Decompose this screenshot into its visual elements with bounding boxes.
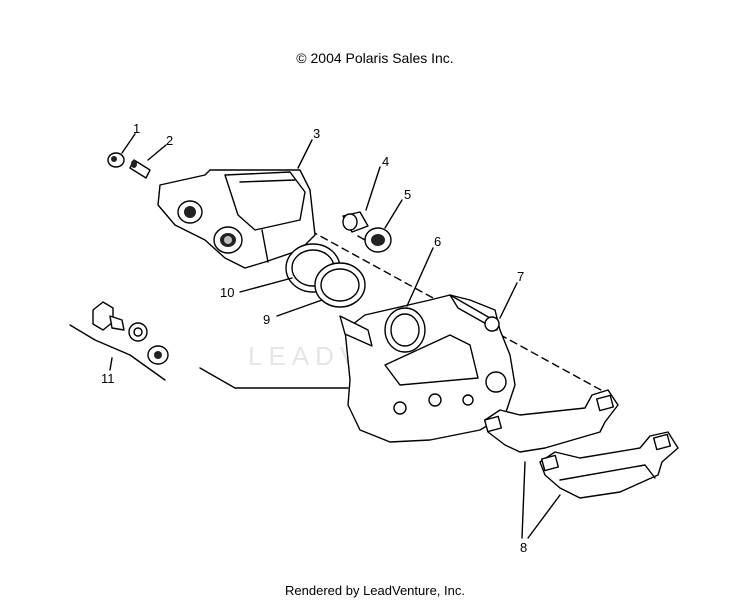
part-bleeder-cap[interactable] [107, 152, 125, 168]
callout-9: 9 [263, 312, 270, 327]
part-caliper[interactable] [157, 169, 316, 269]
leader-8b [527, 494, 561, 539]
kit-leader-line [199, 367, 349, 389]
callout-7: 7 [517, 269, 524, 284]
callout-11: 11 [101, 371, 115, 386]
part-brake-pads[interactable] [483, 389, 679, 499]
part-bleeder-screw[interactable] [129, 159, 151, 179]
leader-4 [365, 166, 381, 211]
part-slide-pin[interactable] [484, 316, 500, 332]
leader-1 [121, 133, 136, 154]
footer-credit: Rendered by LeadVenture, Inc. [285, 583, 465, 598]
assembly-centerline [299, 224, 611, 396]
leader-9 [276, 299, 323, 317]
part-caliper-bracket[interactable] [339, 294, 516, 443]
copyright-text: © 2004 Polaris Sales Inc. [296, 50, 454, 66]
leader-8a [521, 461, 526, 539]
leader-11 [109, 357, 113, 371]
leader-6 [406, 247, 434, 307]
leader-2 [147, 144, 167, 161]
part-mounting-bolt-kit[interactable] [92, 301, 169, 365]
callout-2: 2 [166, 133, 173, 148]
callout-4: 4 [382, 154, 389, 169]
leader-5 [384, 199, 403, 229]
leader-10 [239, 277, 293, 293]
callout-8: 8 [520, 540, 527, 555]
part-dust-seal[interactable] [314, 262, 366, 308]
callout-1: 1 [133, 121, 140, 136]
part-bushing[interactable] [357, 227, 392, 253]
leader-3 [297, 139, 313, 169]
callout-6: 6 [434, 234, 441, 249]
callout-3: 3 [313, 126, 320, 141]
kit-bracket-line [69, 324, 166, 381]
leader-7 [499, 282, 518, 319]
callout-5: 5 [404, 187, 411, 202]
part-pin-bolt[interactable] [342, 211, 369, 233]
callout-10: 10 [220, 285, 234, 300]
